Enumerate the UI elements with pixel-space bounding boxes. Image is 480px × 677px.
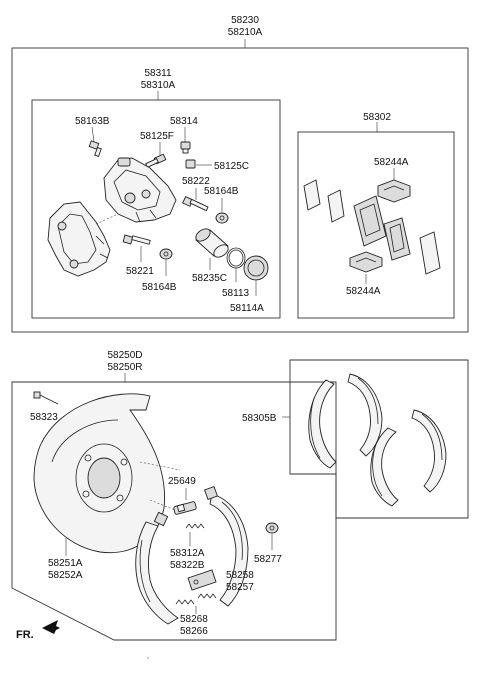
brake-pad-top-part bbox=[353, 195, 387, 247]
boot-right-part bbox=[215, 212, 229, 224]
shoe-kit-shoe-3-part bbox=[370, 427, 399, 507]
guide-bolt-top-part bbox=[145, 153, 167, 168]
bleeder-bolt-part bbox=[88, 140, 102, 158]
label-plate-assy-1: 58250D bbox=[107, 350, 142, 361]
label-spring-upper-1: 58312A bbox=[170, 548, 205, 559]
pad-shims-left-part bbox=[303, 179, 345, 223]
label-plate-bolt: 58323 bbox=[30, 412, 58, 423]
label-guide-pin-cap: 58314 bbox=[170, 116, 198, 127]
label-spring-upper-2: 58322B bbox=[170, 560, 205, 571]
front-arrow-icon bbox=[42, 620, 60, 634]
label-boot-right: 58164B bbox=[204, 186, 239, 197]
label-shoe-kit: 58305B bbox=[242, 413, 277, 424]
caliper-assembly-frame bbox=[11, 39, 469, 333]
label-spring-lower-1: 58268 bbox=[180, 614, 208, 625]
caliper-subframe bbox=[31, 91, 281, 319]
label-piston-seal: 58113 bbox=[222, 288, 250, 299]
label-assembly-top-2: 58210A bbox=[228, 27, 263, 38]
lower-spring-part bbox=[175, 593, 217, 605]
piston-boot-part bbox=[243, 255, 269, 281]
bottom-dot bbox=[147, 657, 149, 659]
label-spring-lower-2: 58266 bbox=[180, 626, 208, 637]
label-caliper-1: 58311 bbox=[144, 68, 172, 79]
label-boot-lower: 58164B bbox=[142, 282, 177, 293]
label-assembly-top-1: 58230 bbox=[231, 15, 259, 26]
brake-pad-bottom-part bbox=[383, 217, 411, 261]
label-pad-kit: 58302 bbox=[363, 112, 391, 123]
label-guide-rod: 58222 bbox=[182, 176, 210, 187]
label-piston: 58235C bbox=[192, 273, 227, 284]
pad-kit-subframe bbox=[297, 122, 455, 319]
caliper-body-part bbox=[103, 157, 177, 223]
washer-part bbox=[265, 522, 279, 534]
shoe-kit-shoe-2-part bbox=[347, 373, 383, 457]
label-piston-boot: 58114A bbox=[230, 303, 264, 314]
plate-bolt-part bbox=[33, 391, 59, 405]
label-bleeder-bolt: 58163B bbox=[75, 116, 110, 127]
shoe-kit-shoe-1-part bbox=[308, 379, 337, 469]
label-lever-1: 58258 bbox=[226, 570, 254, 581]
label-adjuster: 25649 bbox=[168, 476, 196, 487]
guide-rod-lower-part bbox=[122, 234, 151, 245]
upper-spring-part bbox=[185, 523, 205, 529]
guide-pin-cap-part bbox=[180, 141, 191, 154]
caliper-bracket-part bbox=[47, 201, 111, 277]
pad-clip-top-part bbox=[377, 179, 411, 203]
label-guide-bolt-top: 58125F bbox=[140, 131, 174, 142]
shoe-kit-frame bbox=[282, 359, 469, 519]
boot-lower-part bbox=[159, 248, 173, 260]
label-backing-plate-1: 58251A bbox=[48, 558, 83, 569]
label-guide-bolt-right: 58125C bbox=[214, 161, 249, 172]
guide-rod-part bbox=[182, 195, 209, 212]
label-pad-clip-top: 58244A bbox=[374, 157, 409, 168]
label-plate-assy-2: 58250R bbox=[107, 362, 142, 373]
piston-part bbox=[195, 228, 229, 258]
backing-plate-part bbox=[33, 393, 166, 554]
pad-clip-bottom-part bbox=[349, 251, 383, 273]
label-lever-2: 58257 bbox=[226, 582, 254, 593]
label-guide-rod-lower: 58221 bbox=[126, 266, 154, 277]
piston-seal-part bbox=[226, 247, 246, 269]
label-washer: 58277 bbox=[254, 554, 282, 565]
parking-shoe-right-part bbox=[204, 486, 249, 607]
label-pad-clip-bottom: 58244A bbox=[346, 286, 381, 297]
shoe-kit-shoe-4-part bbox=[411, 409, 447, 493]
guide-bolt-right-part bbox=[185, 159, 196, 169]
adjuster-part bbox=[173, 501, 197, 515]
label-caliper-2: 58310A bbox=[141, 80, 176, 91]
lever-part bbox=[187, 569, 217, 591]
label-backing-plate-2: 58252A bbox=[48, 570, 83, 581]
front-direction-label: FR. bbox=[16, 629, 34, 641]
plate-assembly-frame bbox=[11, 381, 337, 641]
pad-shim-right-part bbox=[419, 231, 441, 275]
parking-shoe-left-part bbox=[135, 511, 179, 625]
